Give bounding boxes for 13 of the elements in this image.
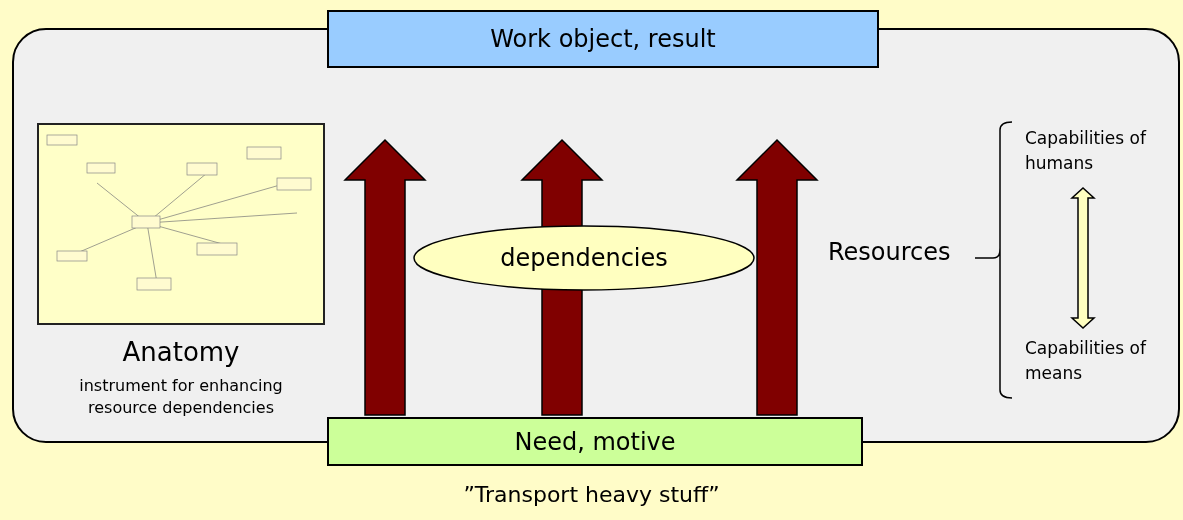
arrow: [520, 138, 604, 416]
label-band: Work object, result: [327, 10, 879, 68]
caption: ”Transport heavy stuff”: [462, 482, 721, 507]
arrow: [735, 138, 819, 416]
capability-label: Capabilities of means: [1025, 336, 1150, 390]
dependencies-ellipse: dependencies: [413, 225, 755, 291]
picture-title: Anatomy: [121, 337, 241, 367]
double-arrow: [1070, 187, 1096, 329]
picture-caption: instrument for enhancing resource dependencies: [78, 375, 284, 419]
label-band: Need, motive: [327, 417, 863, 466]
capability-label: Capabilities of humans: [1025, 126, 1183, 180]
arrow: [343, 138, 427, 416]
resources-label: Resources: [828, 238, 951, 266]
